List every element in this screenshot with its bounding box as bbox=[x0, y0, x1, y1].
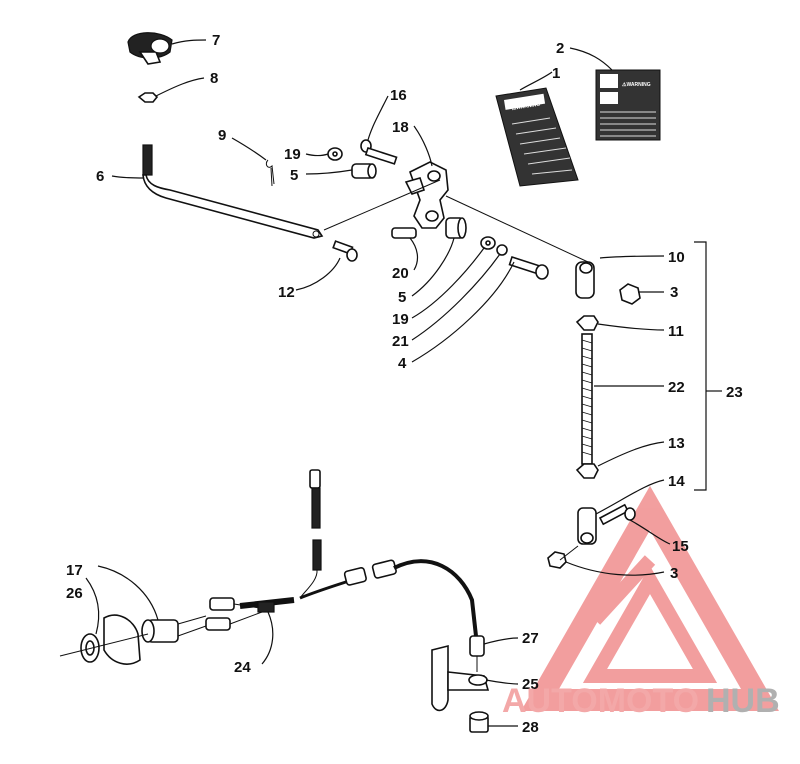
callout-22: 22 bbox=[668, 379, 685, 396]
watermark-logo bbox=[521, 485, 779, 711]
callout-labels: 7 8 9 6 12 19 5 16 18 20 5 19 21 4 1 2 1… bbox=[66, 32, 743, 736]
callout-14: 14 bbox=[668, 473, 685, 490]
nut-28 bbox=[469, 711, 489, 733]
callout-3-bottom: 3 bbox=[670, 565, 678, 582]
callout-20: 20 bbox=[392, 265, 409, 282]
callout-2: 2 bbox=[556, 40, 564, 57]
callout-5-bottom: 5 bbox=[398, 289, 406, 306]
bushing-5-top bbox=[351, 163, 377, 179]
jam-nut-11 bbox=[575, 315, 599, 331]
bolt-15 bbox=[598, 503, 636, 526]
callout-19-top: 19 bbox=[284, 146, 301, 163]
callout-7: 7 bbox=[212, 32, 220, 49]
shift-knob bbox=[127, 32, 173, 65]
callout-4: 4 bbox=[398, 355, 407, 372]
callout-19-bottom: 19 bbox=[392, 311, 409, 328]
callout-25: 25 bbox=[522, 676, 539, 693]
callout-18: 18 bbox=[392, 119, 409, 136]
nut-3-top bbox=[619, 283, 641, 305]
svg-text:⚠WARNING: ⚠WARNING bbox=[622, 82, 651, 88]
wire-harness bbox=[205, 469, 478, 637]
bolt-4 bbox=[508, 255, 549, 280]
sensor-27 bbox=[469, 635, 485, 672]
jam-nut-13 bbox=[575, 463, 599, 479]
callout-15: 15 bbox=[672, 538, 689, 555]
callout-8: 8 bbox=[210, 70, 218, 87]
pin-20 bbox=[391, 227, 417, 239]
shift-lever bbox=[142, 144, 324, 239]
decal-2: ⚠WARNING bbox=[595, 69, 661, 141]
callout-23: 23 bbox=[726, 384, 743, 401]
callout-11: 11 bbox=[668, 323, 684, 340]
callout-3-top: 3 bbox=[670, 284, 678, 301]
ignition-switch-17 bbox=[141, 615, 207, 643]
pivot-bracket bbox=[404, 161, 449, 229]
threaded-rod-22 bbox=[581, 333, 593, 465]
bolt-16 bbox=[360, 139, 398, 165]
bolt-12 bbox=[332, 240, 358, 262]
rod-end-10 bbox=[575, 261, 595, 299]
callout-17: 17 bbox=[66, 562, 83, 579]
washer-25 bbox=[468, 674, 488, 686]
svg-text:⚠WARNING: ⚠WARNING bbox=[511, 102, 540, 112]
callout-12: 12 bbox=[278, 284, 295, 301]
watermark-text: AUTOMOTO HUB bbox=[502, 682, 780, 720]
decal-1: ⚠WARNING bbox=[495, 87, 579, 187]
cotter-pin bbox=[265, 159, 275, 187]
callout-5-top: 5 bbox=[290, 167, 298, 184]
callout-1: 1 bbox=[552, 65, 560, 82]
jam-nut bbox=[137, 92, 159, 103]
callout-16: 16 bbox=[390, 87, 407, 104]
callout-24: 24 bbox=[234, 659, 251, 676]
callout-21: 21 bbox=[392, 333, 409, 350]
callout-28: 28 bbox=[522, 719, 539, 736]
washer-19-bottom bbox=[480, 236, 496, 250]
nut-3-bottom bbox=[547, 551, 567, 569]
rod-end-14 bbox=[577, 507, 597, 545]
leader-lines bbox=[85, 39, 671, 727]
callout-13: 13 bbox=[668, 435, 685, 452]
callout-26: 26 bbox=[66, 585, 83, 602]
callout-27: 27 bbox=[522, 630, 539, 647]
callout-9: 9 bbox=[218, 127, 226, 144]
bezel-plate bbox=[103, 614, 141, 665]
watermark-hub: HUB bbox=[706, 682, 780, 720]
callout-6: 6 bbox=[96, 168, 104, 185]
lock-washer-21 bbox=[496, 244, 508, 256]
callout-10: 10 bbox=[668, 249, 685, 266]
bushing-5-bottom bbox=[445, 217, 467, 239]
washer-19-top bbox=[327, 147, 343, 161]
watermark-automoto: AUTOMOTO bbox=[502, 682, 699, 720]
